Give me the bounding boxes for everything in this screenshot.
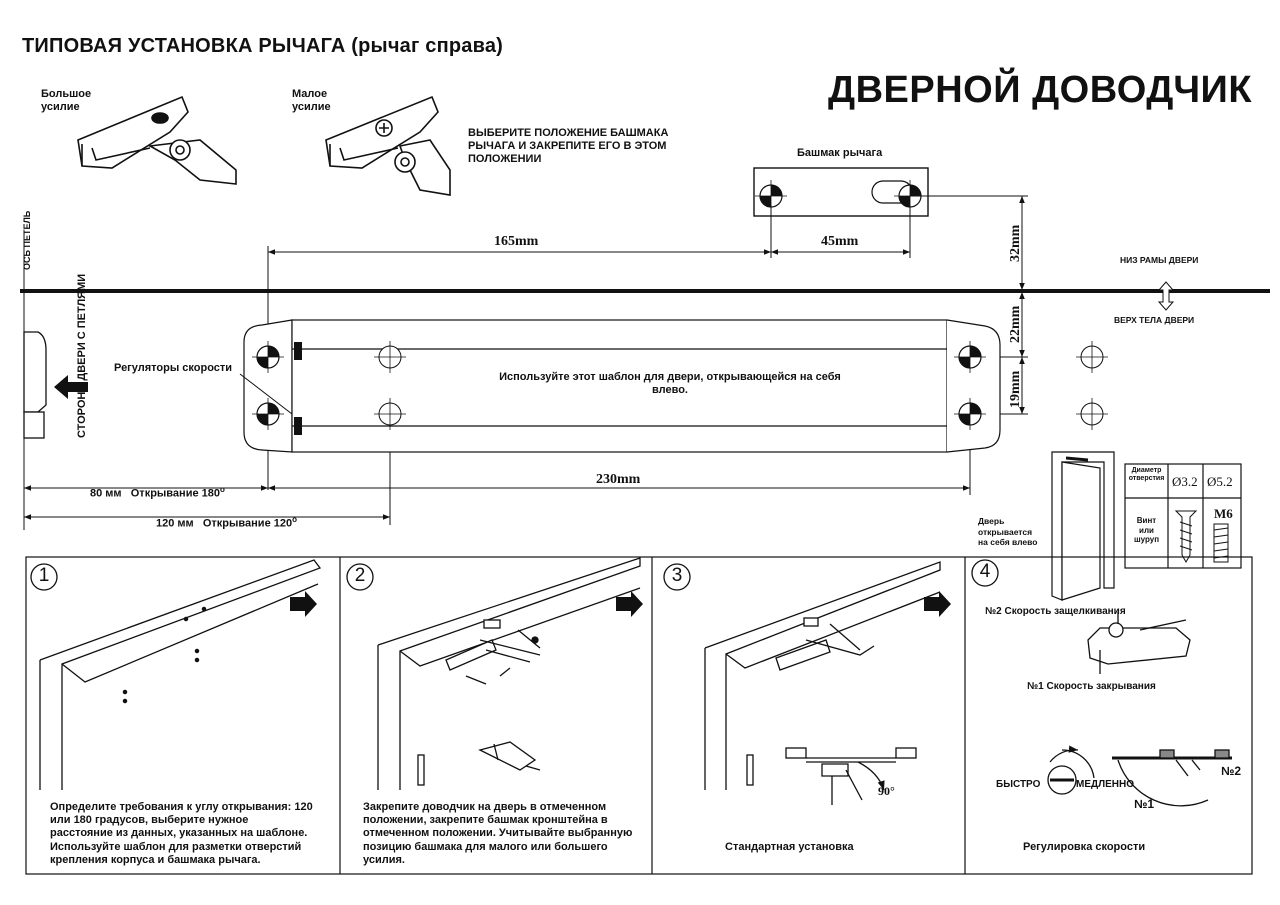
- hinge-illustration: [23, 331, 47, 439]
- bolt-m6-icon: [1213, 523, 1229, 563]
- opening-120-label: Открывание 120: [202, 517, 293, 530]
- closer-body-template: [243, 319, 1001, 453]
- step2-install-drawing: [377, 557, 641, 790]
- arrow-right-icon: [924, 591, 951, 617]
- hole-size-table: [1124, 463, 1242, 569]
- step-panels: [25, 556, 1253, 875]
- hole-diameter-3-2: Ø3.2: [1172, 474, 1198, 489]
- slow-label: МЕДЛЕННО: [1076, 779, 1135, 790]
- dimension-19: 19mm: [1008, 370, 1023, 408]
- dimension-230: 230mm: [596, 472, 641, 487]
- step1-number: 1: [38, 565, 50, 586]
- dimension-45: 45mm: [821, 234, 859, 249]
- opening-180-dimension: 80 мм Открывание 180o: [90, 472, 225, 501]
- door-opening-note: Дверь открывается на себя влево: [978, 516, 1038, 548]
- template-usage-note: Используйте этот шаблон для двери, откры…: [499, 371, 841, 397]
- shoe-position-instruction: ВЫБЕРИТЕ ПОЛОЖЕНИЕ БАШМАКА РЫЧАГА И ЗАКР…: [468, 127, 669, 166]
- frame-bottom-label: НИЗ РАМЫ ДВЕРИ: [1120, 255, 1199, 265]
- step2-instructions: Закрепите доводчик на дверь в отмеченном…: [363, 801, 633, 866]
- next-step-arrows: [290, 591, 951, 617]
- fast-label: БЫСТРО: [996, 779, 1041, 790]
- step3-standard-install-drawing: [704, 561, 941, 805]
- screw-icon: [1174, 510, 1198, 564]
- dimension-165: 165mm: [494, 234, 539, 249]
- hinge-axis-label: ОСЬ ПЕТЕЛЬ: [22, 210, 32, 270]
- dimension-32: 32mm: [1008, 224, 1023, 262]
- degree-mark: o: [292, 515, 297, 525]
- bolt-size-label: M6: [1214, 506, 1233, 521]
- small-force-label: Малое усилие: [292, 88, 331, 114]
- step-number-circles: [30, 559, 999, 591]
- door-open-illustration: [1051, 451, 1115, 601]
- opening-120-dimension: 120 мм Открывание 120o: [156, 502, 297, 531]
- product-title: ДВЕРНОЙ ДОВОДЧИК: [828, 69, 1253, 111]
- closing-speed-label: №1 Скорость закрывания: [1027, 681, 1156, 692]
- step3-number: 3: [671, 565, 683, 586]
- hole-diameter-header: Диаметр отверстия: [1128, 467, 1165, 483]
- big-force-bracket-illustration: [77, 95, 237, 185]
- small-force-bracket-illustration: [325, 95, 451, 196]
- step4-speed-adjust-drawing: [1047, 612, 1232, 807]
- dimension-22: 22mm: [1008, 305, 1023, 343]
- step4-caption: Регулировка скорости: [1023, 841, 1146, 853]
- double-arrow-icon: [1157, 281, 1175, 311]
- step1-door-frame-drawing: [39, 559, 322, 790]
- hole-diameter-5-2: Ø5.2: [1207, 474, 1233, 489]
- dimension-120-value: 120 мм: [156, 517, 194, 530]
- page-title: ТИПОВАЯ УСТАНОВКА РЫЧАГА (рычаг справа): [22, 35, 504, 57]
- step2-number: 2: [354, 565, 366, 586]
- step4-number: 4: [979, 561, 991, 582]
- degree-mark: o: [219, 485, 225, 495]
- opening-180-label: Открывание 180: [130, 487, 220, 500]
- big-force-label: Большое усилие: [41, 88, 92, 114]
- hinge-side-label: СТОРОНА ДВЕРИ С ПЕТЛЯМИ: [76, 273, 88, 438]
- lever-shoe-drawing: [753, 167, 929, 217]
- template-holes: [251, 340, 1109, 435]
- door-top-label: ВЕРХ ТЕЛА ДВЕРИ: [1114, 315, 1195, 325]
- angle-90-label: 90°: [878, 784, 895, 798]
- arrow-right-icon: [290, 591, 317, 617]
- dimension-80-value: 80 мм: [90, 487, 122, 500]
- speed-regulator-leader: [239, 373, 293, 415]
- screw-type-header: Винт или шуруп: [1133, 516, 1160, 545]
- dimension-lines: [23, 195, 1028, 530]
- step1-instructions: Определите требования к углу открывания:…: [50, 801, 313, 866]
- speed-regulators-label: Регуляторы скорости: [114, 362, 233, 374]
- step3-caption: Стандартная установка: [725, 841, 854, 853]
- valve-2-label: №2: [1221, 764, 1242, 778]
- arrow-right-icon: [616, 591, 643, 617]
- left-arrow-icon: [54, 375, 88, 399]
- valve-1-label: №1: [1134, 797, 1155, 811]
- latch-speed-label: №2 Скорость защелкивания: [985, 606, 1126, 617]
- lever-shoe-label: Башмак рычага: [797, 147, 883, 159]
